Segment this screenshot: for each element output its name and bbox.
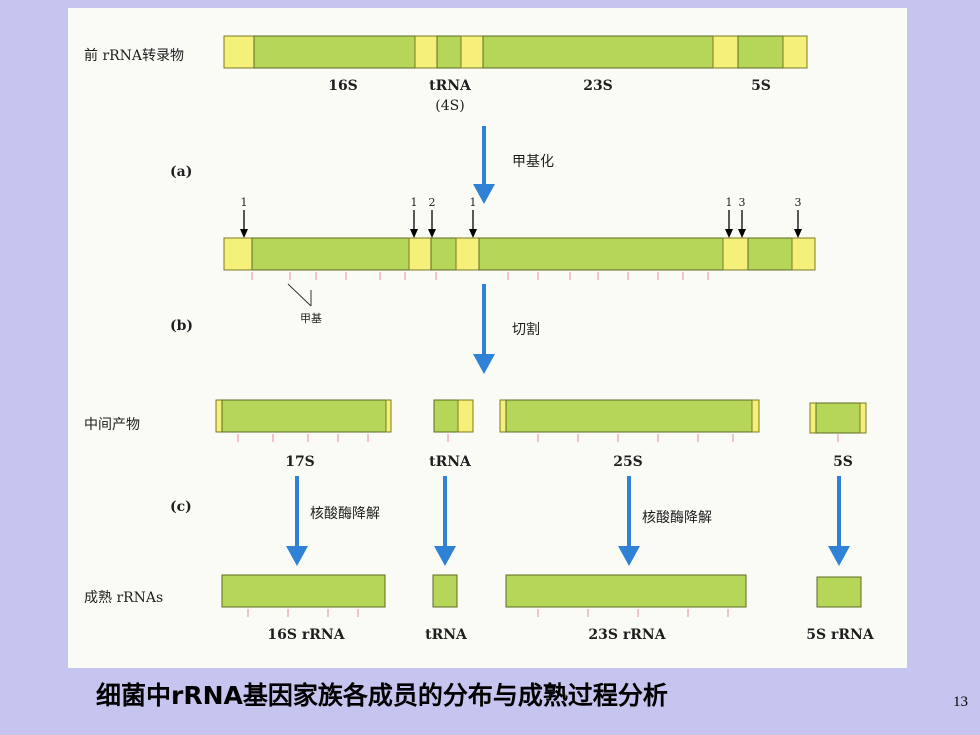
cut-site-number: 3 — [795, 196, 802, 209]
step-a-marker: (a) — [170, 164, 192, 180]
methylated-transcript-bar — [223, 237, 816, 271]
cut-site-number: 1 — [241, 196, 248, 209]
mature-5s-bar — [816, 576, 862, 608]
precursor-5s-label: 5S — [751, 78, 771, 94]
processing-arrow-5s — [828, 476, 850, 566]
cleavage-arrow — [473, 284, 495, 374]
cut-site-number: 2 — [429, 196, 436, 209]
mature-5s-label: 5S rRNA — [806, 627, 875, 643]
step-c-label-left: 核酸酶降解 — [310, 506, 380, 522]
cut-site-number: 3 — [739, 196, 746, 209]
page-number: 13 — [953, 694, 968, 710]
intermediate-25s-label: 25S — [613, 454, 643, 470]
figure-panel: 前 rRNA转录物 16S tRNA (4S) 23S 5S (a) 甲基化 1… — [68, 8, 907, 668]
mature-23s-label: 23S rRNA — [588, 627, 666, 643]
step-b-marker: (b) — [170, 318, 193, 334]
processing-arrow-trna — [434, 476, 456, 566]
methyl-pointer — [287, 283, 312, 307]
intermediate-25s-bar — [499, 399, 760, 433]
step-b-label: 切割 — [512, 321, 540, 338]
slide-caption: 细菌中rRNA基因家族各成员的分布与成熟过程分析 — [96, 681, 668, 710]
intermediate-label: 中间产物 — [84, 417, 140, 433]
precursor-label: 前 rRNA转录物 — [84, 47, 184, 64]
step-c-label-right: 核酸酶降解 — [642, 510, 712, 526]
mature-16s-label: 16S rRNA — [267, 627, 345, 643]
step-c-marker: (c) — [170, 499, 192, 515]
precursor-4s-label: (4S) — [435, 98, 464, 114]
intermediate-17s-bar — [215, 399, 392, 433]
intermediate-5s-label: 5S — [833, 454, 853, 470]
intermediate-trna-label: tRNA — [429, 454, 472, 470]
intermediate-ticks — [237, 434, 839, 442]
mature-16s-bar — [221, 574, 386, 608]
mature-trna-label: tRNA — [425, 627, 468, 643]
processing-arrow-16s — [286, 476, 308, 566]
precursor-23s-label: 23S — [583, 78, 613, 94]
methyl-ticks — [251, 272, 709, 280]
precursor-16s-label: 16S — [328, 78, 358, 94]
cut-site-number: 1 — [411, 196, 418, 209]
intermediate-17s-label: 17S — [285, 454, 315, 470]
methyl-annotation: 甲基 — [300, 312, 322, 325]
cut-site-markers: 1 1 2 1 1 3 3 — [240, 196, 802, 238]
mature-ticks — [247, 609, 729, 617]
precursor-trna-label: tRNA — [429, 78, 472, 94]
intermediate-5s-bar — [809, 402, 867, 434]
mature-23s-bar — [505, 574, 747, 608]
precursor-transcript-bar — [223, 35, 808, 69]
mature-trna-bar — [432, 574, 458, 608]
cut-site-number: 1 — [470, 196, 477, 209]
processing-arrow-23s — [618, 476, 640, 566]
mature-label: 成熟 rRNAs — [84, 590, 163, 606]
rrna-processing-diagram: 前 rRNA转录物 16S tRNA (4S) 23S 5S (a) 甲基化 1… — [84, 35, 875, 643]
cut-site-number: 1 — [726, 196, 733, 209]
step-a-label: 甲基化 — [512, 153, 554, 170]
intermediate-trna-bar — [433, 399, 474, 433]
methylation-arrow — [473, 126, 495, 204]
